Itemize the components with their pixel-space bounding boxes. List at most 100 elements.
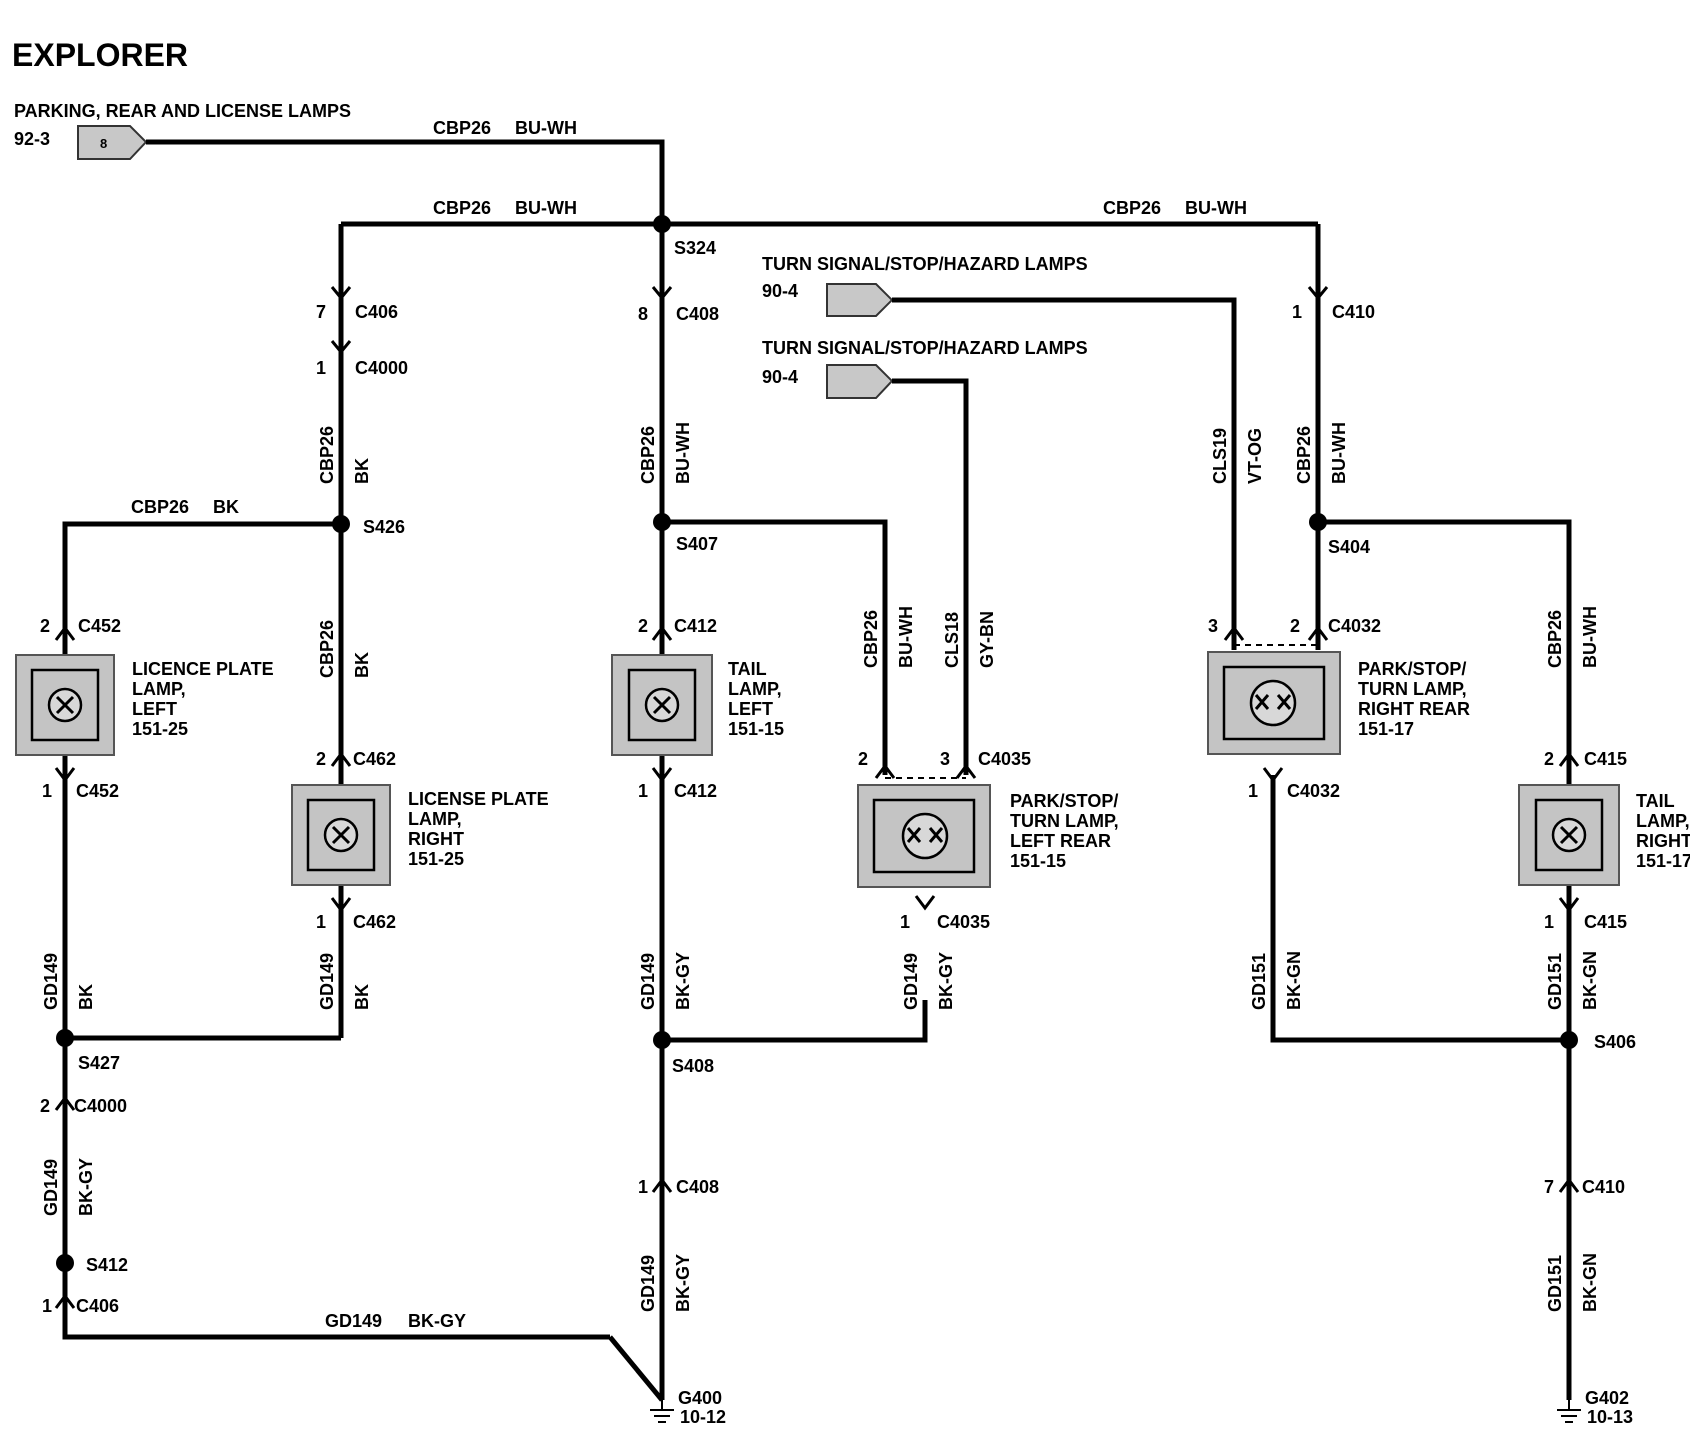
arrow-up-icon <box>651 625 673 641</box>
arrow-down-icon <box>330 286 352 301</box>
wire-color-label: BU-WH <box>673 422 693 484</box>
splice-dot <box>56 1254 74 1272</box>
ground-g402: G402 10-13 <box>1557 1388 1633 1427</box>
arrow-up-icon <box>955 763 977 779</box>
arrow-up-icon <box>1223 625 1245 641</box>
pin-label: 1 <box>1248 781 1258 801</box>
source-connector-icon <box>826 364 894 399</box>
wire-color-label: BK-GY <box>936 952 956 1010</box>
wire-color-label: BK <box>352 458 372 484</box>
wire-circuit-label: GD149 <box>638 1255 658 1312</box>
splice-points <box>56 215 1578 1272</box>
arrow-down-icon <box>1307 286 1329 301</box>
ground-id: G402 <box>1585 1388 1629 1408</box>
lamp-label-line: RIGHT <box>1636 831 1690 851</box>
wire-park-right-ground <box>1270 775 1569 1043</box>
splice-dot <box>1560 1031 1578 1049</box>
wire-color-label: BK <box>352 652 372 678</box>
wire-circuit-label: CBP26 <box>317 426 337 484</box>
splice-label: S408 <box>672 1056 714 1076</box>
lamp-label-line: TURN LAMP, <box>1010 811 1119 831</box>
pin-label: 8 <box>638 304 648 324</box>
connector-label: C406 <box>355 302 398 322</box>
lamp-label-line: LICENCE PLATE <box>132 659 274 679</box>
lamp-label-line: LEFT <box>728 699 773 719</box>
wire-circuit-label: GD151 <box>1249 953 1269 1010</box>
arrow-down-icon <box>1262 767 1284 783</box>
wire-color-label: BU-WH <box>515 198 577 218</box>
pin-label: 1 <box>42 1296 52 1316</box>
lamp-label-line: RIGHT <box>408 829 464 849</box>
pin-label: 7 <box>316 302 326 322</box>
wire-color-label: BK-GY <box>673 1254 693 1312</box>
lamp-tail-right <box>1518 784 1620 886</box>
pin-label: 2 <box>316 749 326 769</box>
wire-circuit-label: CLS18 <box>942 612 962 668</box>
lamp-label-licence-left: LICENCE PLATE LAMP, LEFT 151-25 <box>132 659 274 739</box>
wires <box>62 139 1572 1402</box>
wire-color-label: BK-GY <box>673 952 693 1010</box>
connector-label: C408 <box>676 304 719 324</box>
wire-feed-top <box>146 139 665 224</box>
splice-dot <box>653 1031 671 1049</box>
splice-label: S426 <box>363 517 405 537</box>
connector-label: C415 <box>1584 912 1627 932</box>
bulb-dual-icon <box>901 812 949 860</box>
wire-tail-right <box>1318 519 1572 1400</box>
lamp-label-line: LICENSE PLATE <box>408 789 549 809</box>
lamp-label-line: 151-15 <box>728 719 784 739</box>
arrow-down-icon <box>651 767 673 783</box>
connector-label: C452 <box>76 781 119 801</box>
ground-g400: G400 10-12 <box>650 1388 726 1427</box>
wire-color-label: BK <box>213 497 239 517</box>
splice-label: S406 <box>1594 1032 1636 1052</box>
wire-circuit-label: GD149 <box>638 953 658 1010</box>
wire-color-label: BK <box>76 984 96 1010</box>
source-page: 90-4 <box>762 367 798 387</box>
pin-label: 2 <box>40 1096 50 1116</box>
arrow-up-icon <box>54 625 76 641</box>
lamp-label-tail-left: TAIL LAMP, LEFT 151-15 <box>728 659 784 739</box>
lamp-tail-left <box>611 654 713 756</box>
connector-label: C462 <box>353 912 396 932</box>
lamp-label-line: TURN LAMP, <box>1358 679 1467 699</box>
splice-dot <box>653 513 671 531</box>
splice-labels: S324 S426 S407 S404 S427 S408 S406 S412 <box>78 238 1636 1275</box>
splice-label: S324 <box>674 238 716 258</box>
connector-label: C408 <box>676 1177 719 1197</box>
source-name: TURN SIGNAL/STOP/HAZARD LAMPS <box>762 254 1088 274</box>
arrow-down-icon <box>651 286 673 301</box>
arrow-down-icon <box>330 340 352 355</box>
lamp-label-line: TAIL <box>728 659 767 679</box>
wire-color-label: BU-WH <box>515 118 577 138</box>
connector-label: C412 <box>674 616 717 636</box>
pin-label: 2 <box>638 616 648 636</box>
lamp-label-line: 151-25 <box>408 849 464 869</box>
lamp-label-line: PARK/STOP/ <box>1358 659 1466 679</box>
lamp-label-line: PARK/STOP/ <box>1010 791 1118 811</box>
wire-color-label: BU-WH <box>1329 422 1349 484</box>
wire-color-label: BK-GN <box>1580 951 1600 1010</box>
connector-label: C4035 <box>978 749 1031 769</box>
arrow-up-icon <box>1307 625 1329 641</box>
arrow-up-icon <box>874 763 896 779</box>
connector-arrows <box>54 286 1580 1309</box>
connector-label: C410 <box>1582 1177 1625 1197</box>
pin-label: 1 <box>900 912 910 932</box>
arrow-down-icon <box>1558 897 1580 913</box>
connector-label: C4032 <box>1328 616 1381 636</box>
source-page: 90-4 <box>762 281 798 301</box>
source-pin: 8 <box>100 136 107 151</box>
lamp-label-park-right-rear: PARK/STOP/ TURN LAMP, RIGHT REAR 151-17 <box>1358 659 1470 739</box>
wire-circuit-label: CBP26 <box>638 426 658 484</box>
pin-labels: 7 1 8 1 2 1 2 1 2 1 2 3 1 3 2 1 2 1 2 1 … <box>40 302 1554 1316</box>
pin-label: 2 <box>1290 616 1300 636</box>
connector-label: C4000 <box>74 1096 127 1116</box>
wire-circuit-label: CBP26 <box>433 118 491 138</box>
arrow-down-icon <box>914 895 936 911</box>
lamp-park-right-rear <box>1207 644 1341 755</box>
connector-label: C4035 <box>937 912 990 932</box>
connector-label: C4032 <box>1287 781 1340 801</box>
wire-color-label: BK <box>352 984 372 1010</box>
